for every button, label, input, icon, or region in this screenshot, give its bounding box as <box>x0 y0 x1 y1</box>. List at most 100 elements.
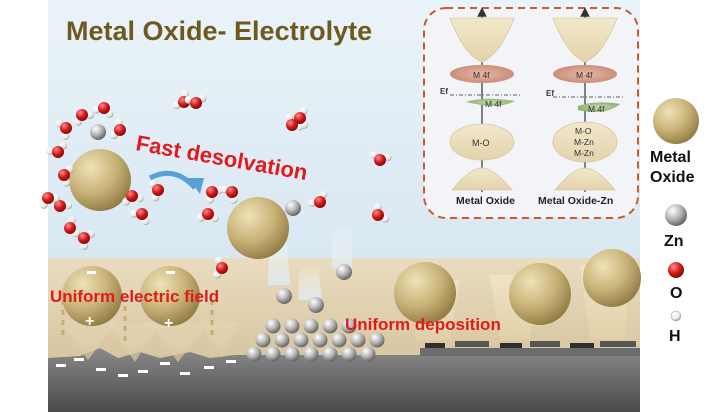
oxygen-atom <box>64 222 76 234</box>
left-m4f-upper: M 4f <box>473 70 490 80</box>
deposited-zn <box>303 318 319 334</box>
zn-ions <box>90 124 352 313</box>
oxygen-atom <box>60 122 72 134</box>
deposited-zn <box>293 332 309 348</box>
oxygen-atom <box>374 154 386 166</box>
hydrogen-atom <box>80 241 89 250</box>
svg-text:+: + <box>85 313 94 330</box>
zn-ion <box>336 264 352 280</box>
water-molecule <box>294 106 309 129</box>
oxygen-atom <box>114 124 126 136</box>
water-molecule <box>184 94 207 109</box>
oxygen-atom <box>206 186 218 198</box>
oxide-sphere <box>227 197 289 259</box>
legend-o-symbol <box>668 262 684 278</box>
oxygen-atom <box>294 112 306 124</box>
deposited-zn <box>369 332 385 348</box>
field-arrows <box>61 300 214 346</box>
deposited-zn <box>350 332 366 348</box>
oxygen-atom <box>126 190 138 202</box>
oxygen-atom <box>52 146 64 158</box>
oxygen-atom <box>190 97 202 109</box>
deposited-zn <box>341 318 357 334</box>
oxide-sphere <box>140 266 200 326</box>
oxygen-atom <box>136 208 148 220</box>
legend-h-label: H <box>669 328 681 345</box>
deposited-zn <box>322 346 338 362</box>
legend-zn-label: Zn <box>664 233 684 250</box>
water-molecule <box>369 150 392 166</box>
left-m4f-lower: M 4f <box>485 99 502 109</box>
uniform-zn-layer <box>420 341 640 356</box>
oxygen-atom <box>98 102 110 114</box>
surface-charges <box>56 358 236 377</box>
hydrogen-atom <box>86 111 94 119</box>
water-molecule <box>213 256 228 279</box>
legend-metal-oxide-symbol <box>653 98 699 144</box>
legend-metal-oxide-label-line1: Metal <box>650 149 691 166</box>
water-molecule <box>148 179 164 202</box>
water-molecule <box>196 208 219 223</box>
deposited-zn <box>284 318 300 334</box>
deposited-zn <box>265 346 281 362</box>
oxygen-atom <box>286 119 298 131</box>
oxygen-atom <box>58 169 70 181</box>
legend-o-label: O <box>670 285 682 302</box>
oxygen-atom <box>152 184 164 196</box>
left-bond-mo: M-O <box>472 138 490 148</box>
caption-metal-oxide-zn: Metal Oxide-Zn <box>538 195 613 207</box>
right-m4f-lower: M 4f <box>588 104 605 114</box>
inset-column-metal-oxide: M 4f Ef M 4f M-O Metal Oxide <box>440 7 522 207</box>
hydrogen-atom <box>51 194 60 203</box>
water-molecule <box>92 102 114 118</box>
water-molecule <box>372 203 390 223</box>
deposited-zn <box>331 332 347 348</box>
oxygen-atom <box>42 192 54 204</box>
hydrogen-atom <box>308 198 317 207</box>
legend-h-symbol <box>670 310 682 322</box>
water-molecule <box>58 165 74 187</box>
zn-ion <box>276 288 292 304</box>
zinc-anode <box>48 348 640 412</box>
water-molecule <box>308 190 328 208</box>
right-bond-mo: M-O <box>575 126 592 136</box>
legend: Metal Oxide Zn O H <box>650 98 699 345</box>
oxide-particles <box>62 149 641 326</box>
oxygen-atom <box>202 208 214 220</box>
deposited-zn <box>322 318 338 334</box>
deposited-zn <box>255 332 271 348</box>
label-uniform-deposition: Uniform deposition <box>345 315 501 334</box>
deposited-zn <box>303 346 319 362</box>
oxide-sphere <box>69 149 131 211</box>
water-molecules <box>39 90 392 279</box>
hydrogen-atom <box>373 203 382 212</box>
legend-zn-symbol <box>665 204 687 226</box>
water-molecule <box>285 113 304 131</box>
field-cones <box>60 320 240 362</box>
water-molecule <box>39 192 60 209</box>
oxygen-atom <box>78 232 90 244</box>
diagram-title: Metal Oxide- Electrolyte <box>66 16 372 46</box>
legend-metal-oxide-label-line2: Oxide <box>650 169 695 186</box>
oxide-sphere <box>394 262 456 324</box>
hydrogen-atom <box>61 131 70 140</box>
inset-column-metal-oxide-zn: M 4f Ef M 4f M-O M-Zn M-Zn Metal Oxide-Z… <box>538 7 625 207</box>
deposited-zn <box>360 346 376 362</box>
water-molecule <box>130 208 150 226</box>
desolvation-arrow-head <box>188 178 204 194</box>
zn-ion <box>90 124 106 140</box>
zn-ion <box>308 297 324 313</box>
right-ef: Ef <box>546 89 554 98</box>
deposited-zn <box>284 346 300 362</box>
oxide-sphere <box>583 249 641 307</box>
hydrogen-atom <box>181 90 190 99</box>
right-m4f-upper: M 4f <box>576 70 593 80</box>
left-edge <box>0 0 6 412</box>
water-molecule <box>64 216 80 238</box>
deposited-zn <box>312 332 328 348</box>
deposited-zn <box>341 346 357 362</box>
label-uniform-electric-field: Uniform electric field <box>50 287 219 306</box>
water-molecule <box>73 109 94 126</box>
